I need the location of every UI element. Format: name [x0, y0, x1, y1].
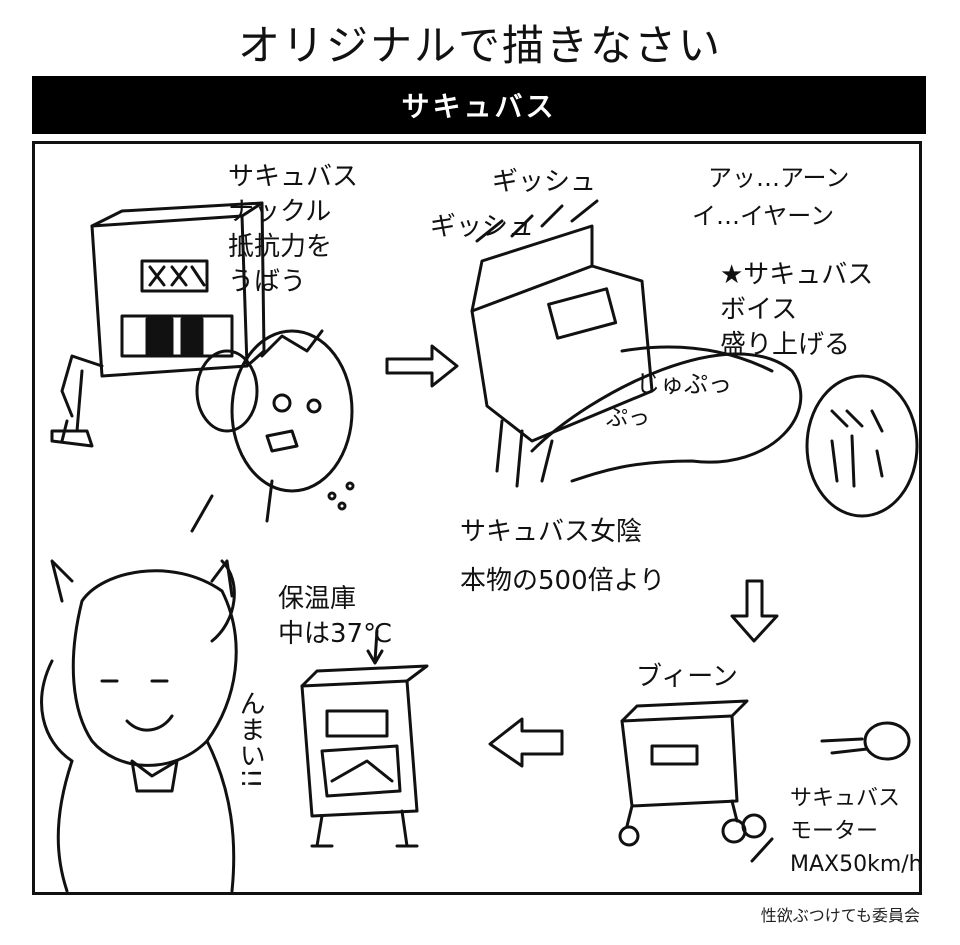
sfx-jupu-2: ぷっ [606, 406, 651, 431]
comic-drawing [40, 199, 919, 893]
arrow-right [385, 344, 459, 388]
sfx-iyaan: イ…イヤーン [692, 202, 835, 230]
bubble-knuckle: サキュバス ナックル 抵抗力を うばう [228, 162, 359, 298]
machine-drawing-3 [618, 699, 911, 863]
bubble-vagina: サキュバス女陰 本物の500倍より [460, 517, 666, 597]
arrow-left [488, 717, 564, 768]
sfx-gissyu-1: ギッシュ [492, 167, 597, 197]
machine-drawing-2 [470, 199, 803, 488]
footer-credit: 性欲ぶつけても委員会 [760, 906, 920, 925]
warmer-drawing [300, 629, 429, 848]
banner-title: サキュバス [32, 76, 926, 134]
face-drawing-1 [190, 329, 355, 533]
bubble-voice: ★サキュバス ボイス 盛り上げる [720, 260, 874, 361]
arrow-down [730, 579, 779, 643]
sfx-aan: アッ…アーン [708, 164, 850, 192]
comic-panel [32, 141, 922, 895]
inset-face-drawing [805, 374, 919, 518]
sfx-gissyu-2: ギッシュ [430, 212, 535, 242]
sfx-nmai: んまい!! [235, 690, 266, 789]
sfx-buin: ブィーン [636, 662, 738, 692]
page-title: オリジナルで描きなさい [237, 21, 722, 70]
machine-drawing-1 [50, 201, 266, 448]
bubble-warmer: 保温庫 中は37℃ [278, 584, 393, 650]
sfx-jupu-1: じゅぷっ [636, 370, 732, 398]
bubble-motor: サキュバス モーター MAX50km/h [790, 786, 923, 877]
girl-drawing [40, 559, 238, 893]
